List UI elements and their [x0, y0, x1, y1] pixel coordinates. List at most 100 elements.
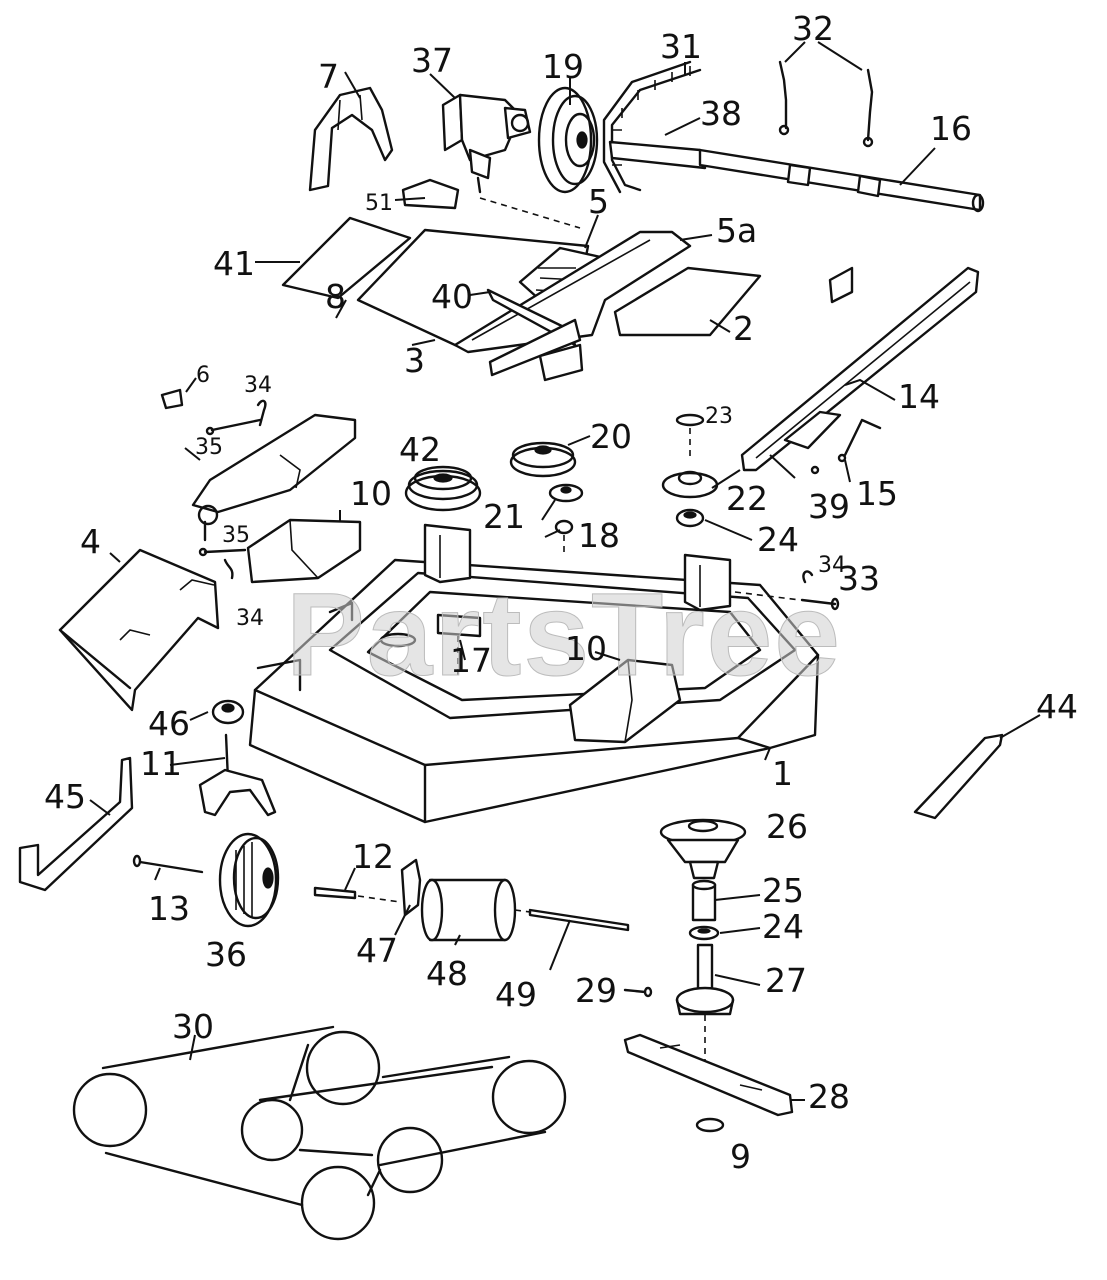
gearbox-37[interactable]	[441, 93, 532, 194]
bearing-24-upper[interactable]	[675, 508, 705, 528]
spacer-25[interactable]	[691, 879, 717, 922]
callout-47[interactable]: 47	[356, 931, 398, 970]
support-channel-5a[interactable]	[453, 230, 692, 354]
callout-17[interactable]: 17	[450, 641, 492, 680]
callout-48[interactable]: 48	[426, 954, 468, 993]
spindle-shaft-27[interactable]	[675, 943, 735, 1062]
plate-47[interactable]	[400, 858, 422, 917]
nut-18[interactable]	[554, 519, 574, 555]
cylinder-48[interactable]	[420, 878, 531, 942]
callout-24-upper[interactable]: 24	[757, 520, 799, 559]
bearing-46[interactable]	[211, 699, 245, 725]
callout-35-upper[interactable]: 35	[195, 435, 223, 460]
idler-bracket-11[interactable]	[198, 733, 277, 817]
callout-30[interactable]: 30	[172, 1007, 214, 1046]
deck-bracket-right[interactable]	[683, 553, 732, 612]
callout-23[interactable]: 23	[705, 404, 733, 429]
callout-15[interactable]: 15	[856, 474, 898, 513]
pulley-36[interactable]	[218, 832, 280, 928]
hairpin-34-upper[interactable]	[256, 399, 267, 427]
rod-49[interactable]	[528, 908, 630, 932]
key-12[interactable]	[313, 886, 401, 903]
callout-22[interactable]: 22	[726, 479, 768, 518]
callout-10-upper[interactable]: 10	[350, 474, 392, 513]
callout-46[interactable]: 46	[148, 704, 190, 743]
washer-9[interactable]	[695, 1117, 725, 1133]
callout-16[interactable]: 16	[930, 109, 972, 148]
callout-34-upper[interactable]: 34	[244, 373, 272, 398]
callout-2[interactable]: 2	[733, 309, 754, 348]
mower-deck-housing[interactable]	[248, 558, 820, 824]
washer-23[interactable]	[675, 413, 705, 460]
bracket-45[interactable]	[18, 756, 134, 892]
callout-49[interactable]: 49	[495, 975, 537, 1014]
pin-35-upper[interactable]	[205, 418, 262, 436]
hitch-pin-clips-32[interactable]	[778, 60, 874, 148]
callout-42[interactable]: 42	[399, 430, 441, 469]
callout-25[interactable]: 25	[762, 871, 804, 910]
callout-41[interactable]: 41	[213, 244, 255, 283]
callout-13[interactable]: 13	[148, 889, 190, 928]
mounting-bar-40[interactable]	[486, 288, 584, 382]
bracket-39[interactable]	[783, 410, 842, 450]
callout-28[interactable]: 28	[808, 1077, 850, 1116]
callout-4[interactable]: 4	[80, 522, 101, 561]
callout-12[interactable]: 12	[352, 837, 394, 876]
pin-15[interactable]	[810, 418, 882, 475]
bolt-13[interactable]	[132, 854, 204, 874]
callout-6[interactable]: 6	[196, 363, 210, 388]
callout-7[interactable]: 7	[318, 57, 339, 96]
idler-arm-8[interactable]	[191, 413, 357, 542]
side-cover-4[interactable]	[58, 548, 220, 712]
callout-21[interactable]: 21	[483, 497, 525, 536]
belt-cover-right-2[interactable]	[613, 266, 762, 337]
callout-33[interactable]: 33	[838, 559, 880, 598]
callout-35-lower[interactable]: 35	[222, 523, 250, 548]
callout-40[interactable]: 40	[431, 277, 473, 316]
blade-28[interactable]	[623, 1033, 794, 1117]
callout-5a[interactable]: 5a	[716, 211, 757, 250]
guide-block-10-upper[interactable]	[246, 518, 362, 584]
callout-20[interactable]: 20	[590, 417, 632, 456]
callout-11[interactable]: 11	[140, 744, 182, 783]
pulley-22[interactable]	[661, 470, 719, 499]
callout-44[interactable]: 44	[1036, 687, 1078, 726]
callout-29[interactable]: 29	[575, 971, 617, 1010]
callout-9[interactable]: 9	[730, 1137, 751, 1176]
bolt-33[interactable]	[734, 591, 840, 611]
deflector-44[interactable]	[913, 733, 1004, 820]
hairpin-34-right[interactable]	[802, 570, 814, 584]
drive-pulley-19[interactable]	[537, 86, 599, 194]
callout-31[interactable]: 31	[660, 27, 702, 66]
callout-14[interactable]: 14	[898, 377, 940, 416]
bearing-24-lower[interactable]	[688, 925, 720, 941]
callout-51[interactable]: 51	[365, 191, 393, 216]
hairpin-34-lower[interactable]	[223, 558, 234, 580]
callout-45[interactable]: 45	[44, 777, 86, 816]
callout-18[interactable]: 18	[578, 516, 620, 555]
spindle-housing-26[interactable]	[659, 818, 747, 880]
callout-1[interactable]: 1	[772, 754, 793, 793]
callout-8[interactable]: 8	[325, 277, 346, 316]
callout-27[interactable]: 27	[765, 961, 807, 1000]
callout-32[interactable]: 32	[792, 9, 834, 48]
pulley-20[interactable]	[509, 441, 577, 478]
callout-24-lower[interactable]: 24	[762, 907, 804, 946]
deck-bracket-left[interactable]	[423, 523, 472, 584]
key-29[interactable]	[623, 986, 653, 998]
drive-belt-30[interactable]	[72, 1025, 567, 1241]
spacer-21[interactable]	[548, 483, 584, 503]
drive-chain-31[interactable]	[602, 60, 702, 194]
guide-block-10-lower[interactable]	[568, 658, 682, 744]
bracket-51[interactable]	[401, 178, 581, 229]
drive-shaft-16[interactable]	[608, 140, 985, 213]
callout-38[interactable]: 38	[700, 94, 742, 133]
knob-6[interactable]	[160, 388, 184, 410]
callout-34-lower[interactable]: 34	[236, 606, 264, 631]
belt-cover-left-41[interactable]	[281, 216, 412, 300]
callout-5[interactable]: 5	[588, 182, 609, 221]
callout-26[interactable]: 26	[766, 807, 808, 846]
gearbox-shield-7[interactable]	[308, 86, 394, 192]
pin-35-lower[interactable]	[198, 547, 247, 557]
frame-rail-14[interactable]	[740, 266, 980, 472]
